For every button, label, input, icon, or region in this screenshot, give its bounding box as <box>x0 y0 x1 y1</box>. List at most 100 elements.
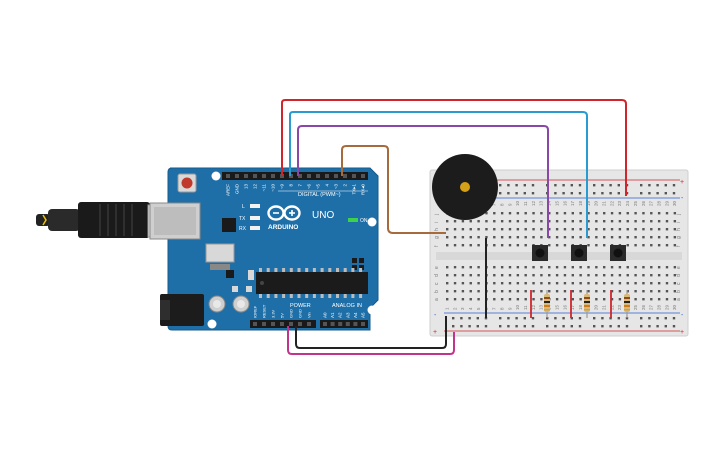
breadboard-hole[interactable] <box>665 212 669 215</box>
breadboard-hole[interactable] <box>665 228 669 231</box>
rail-hole[interactable] <box>570 184 573 187</box>
breadboard-hole[interactable] <box>650 282 653 285</box>
breadboard-hole[interactable] <box>453 282 457 285</box>
breadboard-hole[interactable] <box>548 274 551 277</box>
breadboard-hole[interactable] <box>571 228 574 231</box>
breadboard-hole[interactable] <box>579 212 582 215</box>
rail-hole[interactable] <box>531 192 535 195</box>
breadboard-hole[interactable] <box>642 244 645 247</box>
breadboard-hole[interactable] <box>532 274 535 277</box>
breadboard-hole[interactable] <box>571 282 574 285</box>
rail-hole[interactable] <box>609 325 612 328</box>
breadboard-hole[interactable] <box>626 220 629 223</box>
breadboard-hole[interactable] <box>469 290 472 293</box>
breadboard-hole[interactable] <box>461 244 465 247</box>
breadboard-hole[interactable] <box>626 274 629 277</box>
breadboard-hole[interactable] <box>665 282 669 285</box>
digital-pin-2[interactable] <box>244 174 248 178</box>
breadboard-hole[interactable] <box>477 220 480 223</box>
rail-hole[interactable] <box>672 192 676 195</box>
breadboard-hole[interactable] <box>610 228 614 231</box>
rail-hole[interactable] <box>617 325 620 328</box>
breadboard-hole[interactable] <box>618 298 622 301</box>
breadboard-hole[interactable] <box>650 228 653 231</box>
wire-cyan[interactable] <box>289 111 588 238</box>
breadboard-hole[interactable] <box>516 228 520 231</box>
breadboard-hole[interactable] <box>634 220 637 223</box>
breadboard-hole[interactable] <box>563 274 567 277</box>
breadboard-hole[interactable] <box>595 212 598 215</box>
breadboard-hole[interactable] <box>532 212 535 215</box>
breadboard-hole[interactable] <box>563 212 567 215</box>
breadboard-hole[interactable] <box>657 274 661 277</box>
rail-hole[interactable] <box>546 317 549 320</box>
breadboard-hole[interactable] <box>453 236 457 239</box>
breadboard-hole[interactable] <box>657 298 661 301</box>
breadboard-hole[interactable] <box>587 290 590 293</box>
rail-hole[interactable] <box>656 192 659 195</box>
breadboard-hole[interactable] <box>446 244 449 247</box>
breadboard-hole[interactable] <box>634 212 637 215</box>
breadboard-hole[interactable] <box>548 220 551 223</box>
breadboard-hole[interactable] <box>563 244 567 247</box>
power-pin-0[interactable] <box>253 322 257 326</box>
rail-hole[interactable] <box>452 325 455 328</box>
breadboard-hole[interactable] <box>453 274 457 277</box>
power-pin-header[interactable] <box>250 320 316 328</box>
breadboard-hole[interactable] <box>657 212 661 215</box>
breadboard-hole[interactable] <box>477 236 480 239</box>
breadboard-hole[interactable] <box>587 236 590 239</box>
breadboard-hole[interactable] <box>571 236 574 239</box>
breadboard-hole[interactable] <box>650 236 653 239</box>
breadboard-hole[interactable] <box>595 290 598 293</box>
rail-hole[interactable] <box>601 184 604 187</box>
rail-hole[interactable] <box>578 184 582 187</box>
breadboard-hole[interactable] <box>650 220 653 223</box>
breadboard-hole[interactable] <box>665 298 669 301</box>
rail-hole[interactable] <box>507 192 510 195</box>
digital-pin-10[interactable] <box>316 174 320 178</box>
breadboard-hole[interactable] <box>563 266 567 269</box>
breadboard-hole[interactable] <box>563 220 567 223</box>
breadboard-hole[interactable] <box>587 212 590 215</box>
breadboard-hole[interactable] <box>595 228 598 231</box>
breadboard-hole[interactable] <box>555 266 559 269</box>
breadboard-hole[interactable] <box>453 298 457 301</box>
breadboard-hole[interactable] <box>555 290 559 293</box>
rail-hole[interactable] <box>625 317 629 320</box>
wire-purple[interactable] <box>297 125 549 238</box>
breadboard-hole[interactable] <box>634 236 637 239</box>
breadboard-hole[interactable] <box>642 228 645 231</box>
breadboard-hole[interactable] <box>603 274 606 277</box>
power-pin-6[interactable] <box>307 322 311 326</box>
breadboard-hole[interactable] <box>650 290 653 293</box>
breadboard-hole[interactable] <box>453 290 457 293</box>
rail-hole[interactable] <box>672 325 676 328</box>
breadboard-hole[interactable] <box>579 298 582 301</box>
breadboard-hole[interactable] <box>610 290 614 293</box>
breadboard-hole[interactable] <box>485 228 488 231</box>
breadboard-hole[interactable] <box>477 274 480 277</box>
breadboard-hole[interactable] <box>665 290 669 293</box>
breadboard-hole[interactable] <box>453 266 457 269</box>
analog-pin-header[interactable] <box>320 320 368 328</box>
breadboard-hole[interactable] <box>500 212 504 215</box>
breadboard-hole[interactable] <box>500 236 504 239</box>
breadboard-hole[interactable] <box>493 228 496 231</box>
breadboard-hole[interactable] <box>657 228 661 231</box>
breadboard-hole[interactable] <box>540 290 543 293</box>
rail-hole[interactable] <box>609 192 612 195</box>
breadboard-hole[interactable] <box>548 212 551 215</box>
breadboard-hole[interactable] <box>626 228 629 231</box>
breadboard-hole[interactable] <box>642 290 645 293</box>
breadboard-hole[interactable] <box>650 266 653 269</box>
breadboard-hole[interactable] <box>650 244 653 247</box>
digital-pin-14[interactable] <box>352 174 356 178</box>
breadboard-hole[interactable] <box>532 298 535 301</box>
breadboard-hole[interactable] <box>524 298 527 301</box>
breadboard-hole[interactable] <box>516 290 520 293</box>
breadboard-hole[interactable] <box>579 236 582 239</box>
rail-hole[interactable] <box>609 317 612 320</box>
breadboard-hole[interactable] <box>642 282 645 285</box>
breadboard-hole[interactable] <box>493 244 496 247</box>
